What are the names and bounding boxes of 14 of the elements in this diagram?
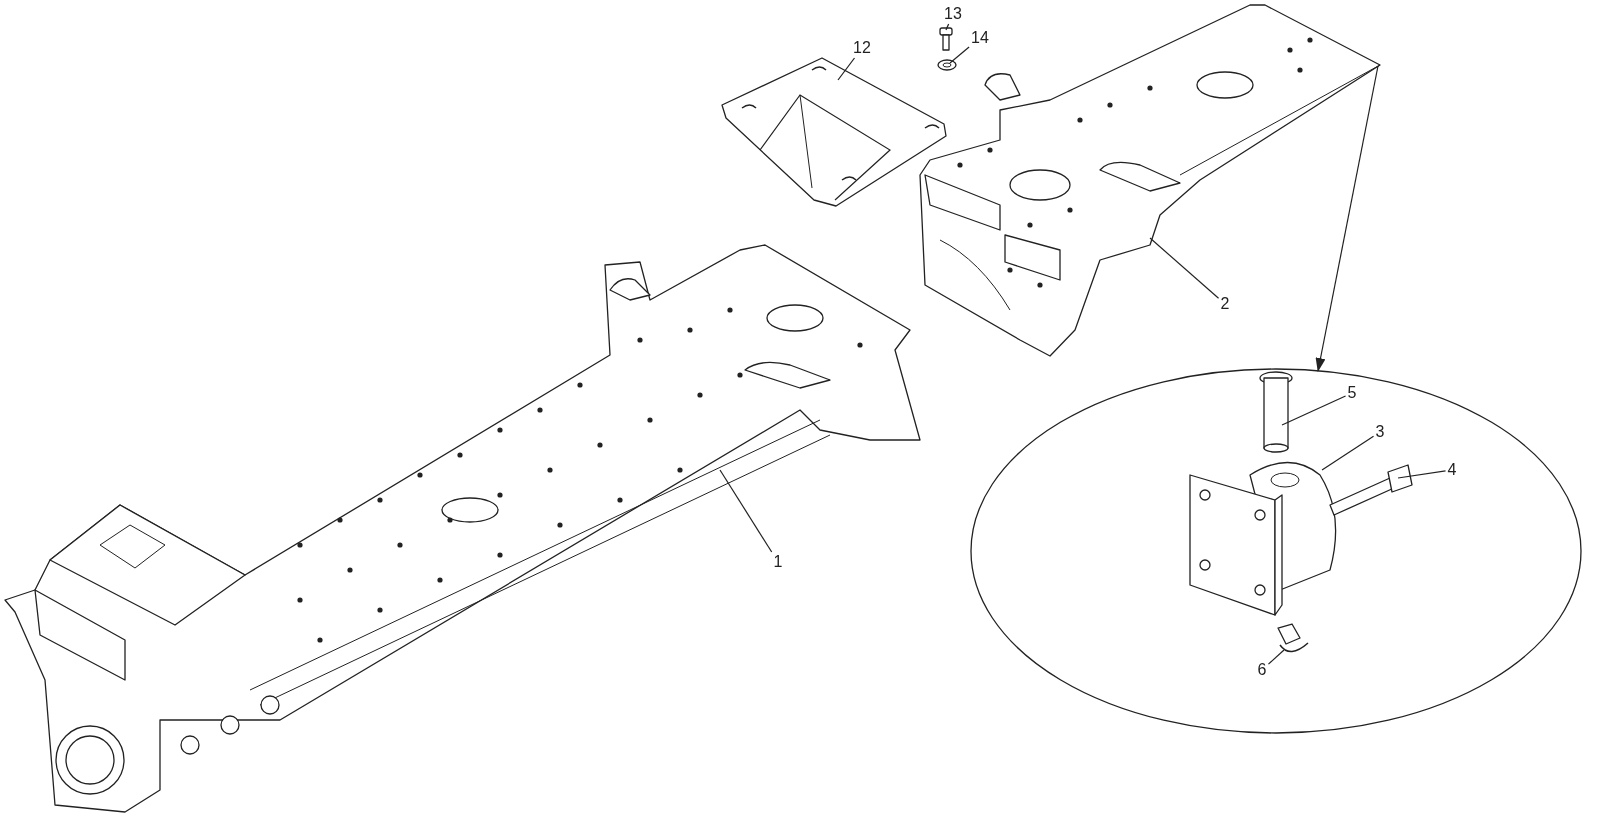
washer-drawing	[936, 58, 958, 72]
leader-line	[1149, 237, 1220, 299]
leader-line	[945, 23, 950, 31]
leader-line	[1267, 649, 1285, 665]
leader-line	[719, 469, 773, 553]
leader-line	[949, 46, 970, 64]
leader-line	[1321, 435, 1375, 471]
bolt-drawing	[937, 26, 955, 52]
pin-drawing	[1258, 370, 1294, 454]
arrow	[1315, 65, 1379, 372]
leader-line	[837, 57, 856, 81]
leader-line	[1281, 395, 1347, 426]
detail-ellipse	[970, 368, 1582, 734]
leader-line	[1397, 470, 1447, 479]
